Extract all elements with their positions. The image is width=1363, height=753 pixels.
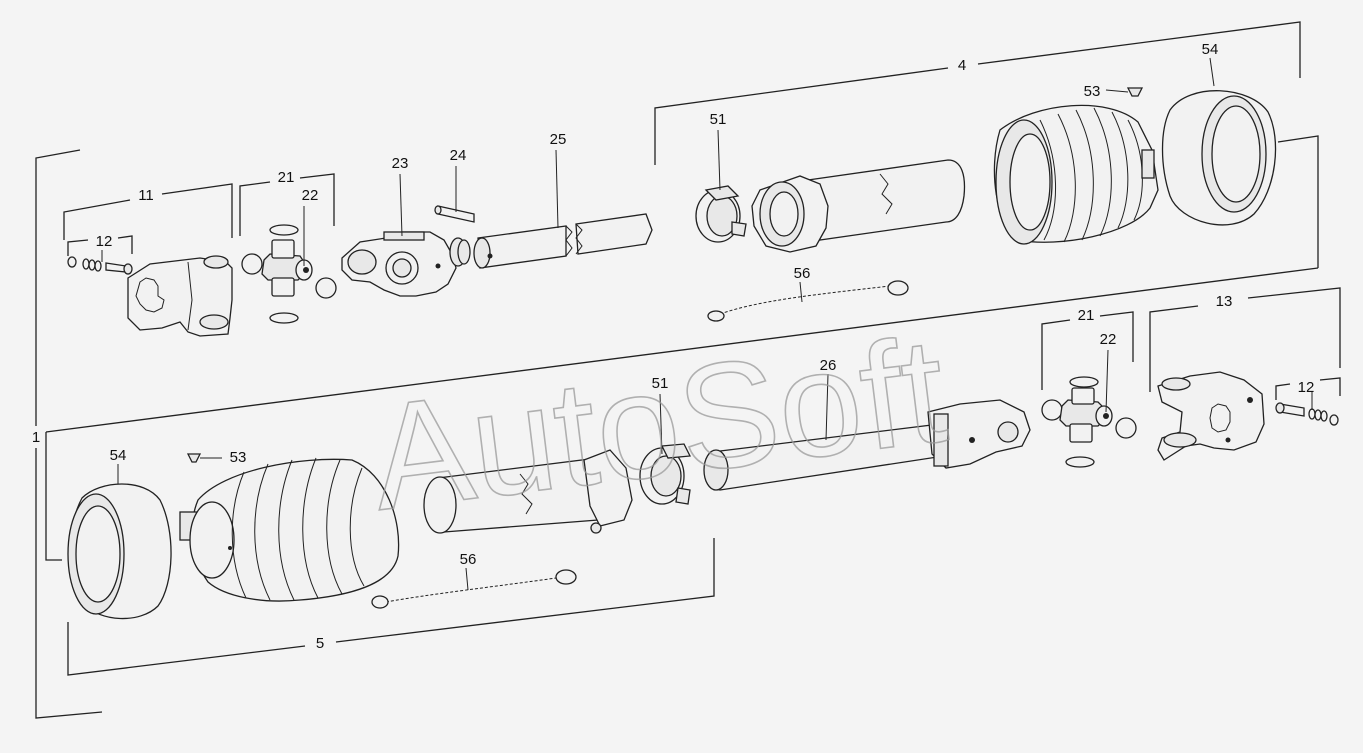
- guard-cone-upper: [993, 104, 1159, 245]
- clip-ring-51-lower: [639, 443, 692, 505]
- guard-tube-lower: [423, 449, 633, 534]
- bearing-ring-54-upper: [1161, 90, 1277, 226]
- bolt-set-left: [67, 256, 133, 275]
- screw-53-lower: [186, 453, 202, 463]
- callout-21-left: 21: [278, 169, 295, 186]
- callout-53-lower: 53: [230, 449, 247, 466]
- guard-cone-lower: [179, 457, 400, 602]
- callout-53-upper: 53: [1084, 83, 1101, 100]
- callout-4: 4: [958, 57, 966, 74]
- bolt-set-right: [1275, 402, 1339, 426]
- group-brackets: [35, 21, 1341, 719]
- callout-21-right: 21: [1078, 307, 1095, 324]
- callout-22-right: 22: [1100, 331, 1117, 348]
- bearing-ring-54-lower: [67, 483, 172, 620]
- callout-51-lower: 51: [652, 375, 669, 392]
- callout-12-left: 12: [96, 233, 113, 250]
- callout-22-left: 22: [302, 187, 319, 204]
- shaft-tube-25: [473, 213, 653, 269]
- cross-kit-right: [1041, 376, 1137, 468]
- clip-ring-51-upper: [695, 185, 747, 243]
- yoke-11: [127, 255, 233, 337]
- pin-24: [434, 205, 475, 223]
- callout-11: 11: [138, 187, 154, 204]
- yoke-23: [341, 231, 471, 297]
- callout-56-lower: 56: [460, 551, 477, 568]
- callout-1: 1: [32, 429, 40, 446]
- callout-5: 5: [316, 635, 324, 652]
- safety-chain-56-upper: [707, 280, 909, 322]
- leader-lines: [101, 57, 1313, 591]
- callout-25: 25: [550, 131, 567, 148]
- guard-tube-upper: [751, 159, 966, 253]
- callout-24: 24: [450, 147, 467, 164]
- cross-kit-left: [241, 224, 337, 324]
- callout-13: 13: [1216, 293, 1233, 310]
- watermark-text: AutoSoft: [362, 305, 954, 542]
- callout-54-upper: 54: [1202, 41, 1219, 58]
- safety-chain-56-lower: [371, 569, 577, 609]
- screw-53-upper: [1126, 87, 1144, 97]
- callout-54-lower: 54: [110, 447, 127, 464]
- callout-26: 26: [820, 357, 837, 374]
- yoke-13: [1157, 371, 1265, 461]
- callout-12-right: 12: [1298, 379, 1315, 396]
- callout-56-upper: 56: [794, 265, 811, 282]
- callout-23: 23: [392, 155, 409, 172]
- shaft-26: [703, 399, 1031, 491]
- callout-51-upper: 51: [710, 111, 727, 128]
- callout-labels: 1 4 5 11 12 12 13 21 21 22 22 23 24 25 2…: [32, 41, 1315, 652]
